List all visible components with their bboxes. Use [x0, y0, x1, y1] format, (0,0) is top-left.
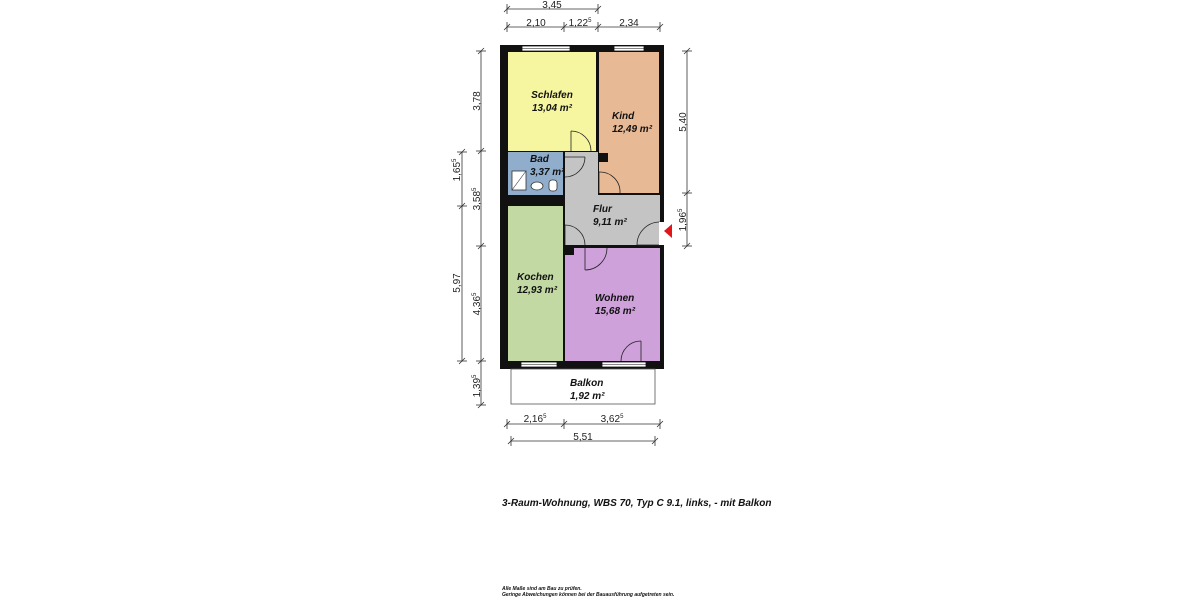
window-wohnen	[601, 361, 647, 368]
label-kind-area: 12,49 m²	[612, 124, 653, 135]
label-balkon-area: 1,92 m²	[570, 391, 605, 402]
disclaimer-line-2: Geringe Abweichungen können bei der Baua…	[502, 592, 675, 598]
label-flur-area: 9,11 m²	[593, 217, 627, 228]
label-wohnen-name: Wohnen	[595, 293, 634, 304]
entrance-opening	[659, 222, 665, 245]
label-wohnen-area: 15,68 m²	[595, 306, 636, 317]
window-kochen	[520, 361, 558, 368]
washbasin-fixture	[530, 181, 544, 191]
dim-left-outer: 5,97	[452, 273, 463, 293]
door-balkon	[620, 340, 642, 362]
label-bad-name: Bad	[530, 154, 550, 165]
window-kind	[613, 45, 645, 52]
dim-top-total: 3,45	[542, 0, 562, 11]
plan-caption: 3-Raum-Wohnung, WBS 70, Typ C 9.1, links…	[502, 498, 772, 509]
disclaimer-note: Alle Maße sind am Bau zu prüfen. Geringe…	[502, 586, 674, 598]
dim-left-balkon: 1,395	[472, 374, 483, 397]
dim-left-bad: 1,655	[452, 158, 463, 181]
dim-right-upper: 5,40	[678, 112, 689, 132]
label-bad-area: 3,37 m²	[530, 167, 565, 178]
dim-bottom-right: 3,625	[601, 414, 624, 425]
door-bad	[564, 156, 586, 178]
room-balkon	[510, 368, 656, 405]
door-kind	[598, 171, 621, 194]
room-wohnen	[565, 248, 660, 361]
shaft-block-2	[565, 246, 574, 255]
label-balkon-name: Balkon	[570, 378, 603, 389]
door-wohnen	[584, 247, 608, 271]
dim-right-lower: 1,965	[678, 208, 689, 231]
label-kochen-area: 12,93 m²	[517, 285, 558, 296]
room-flur-lower	[565, 195, 660, 245]
dimension-lines	[457, 4, 692, 446]
dim-left-inner-mid: 3,585	[472, 187, 483, 210]
label-schlafen-name: Schlafen	[531, 90, 573, 101]
disclaimer-line-1: Alle Maße sind am Bau zu prüfen.	[502, 586, 582, 592]
entrance-arrow-icon	[664, 224, 672, 238]
window-schlafen	[521, 45, 571, 52]
toilet-fixture	[548, 179, 558, 192]
door-entrance	[636, 221, 661, 246]
shaft-block-1	[599, 153, 608, 162]
label-kochen-name: Kochen	[517, 272, 554, 283]
door-kochen	[564, 224, 586, 246]
dim-top-right: 2,34	[619, 18, 639, 29]
dim-left-inner-low: 4,365	[472, 292, 483, 315]
room-kind	[599, 52, 659, 193]
shower-diagonal	[511, 170, 527, 191]
door-schlafen	[570, 130, 592, 152]
label-schlafen-area: 13,04 m²	[532, 103, 573, 114]
dim-top-mid: 1,225	[569, 18, 592, 29]
dim-top-left: 2,10	[526, 18, 546, 29]
label-flur-name: Flur	[593, 204, 613, 215]
dim-bottom-total: 5,51	[573, 432, 593, 443]
label-kind-name: Kind	[612, 111, 635, 122]
room-schlafen	[508, 52, 596, 151]
dim-left-schlafen: 3,78	[472, 91, 483, 111]
dim-bottom-left: 2,165	[524, 414, 547, 425]
room-kochen	[508, 206, 563, 361]
